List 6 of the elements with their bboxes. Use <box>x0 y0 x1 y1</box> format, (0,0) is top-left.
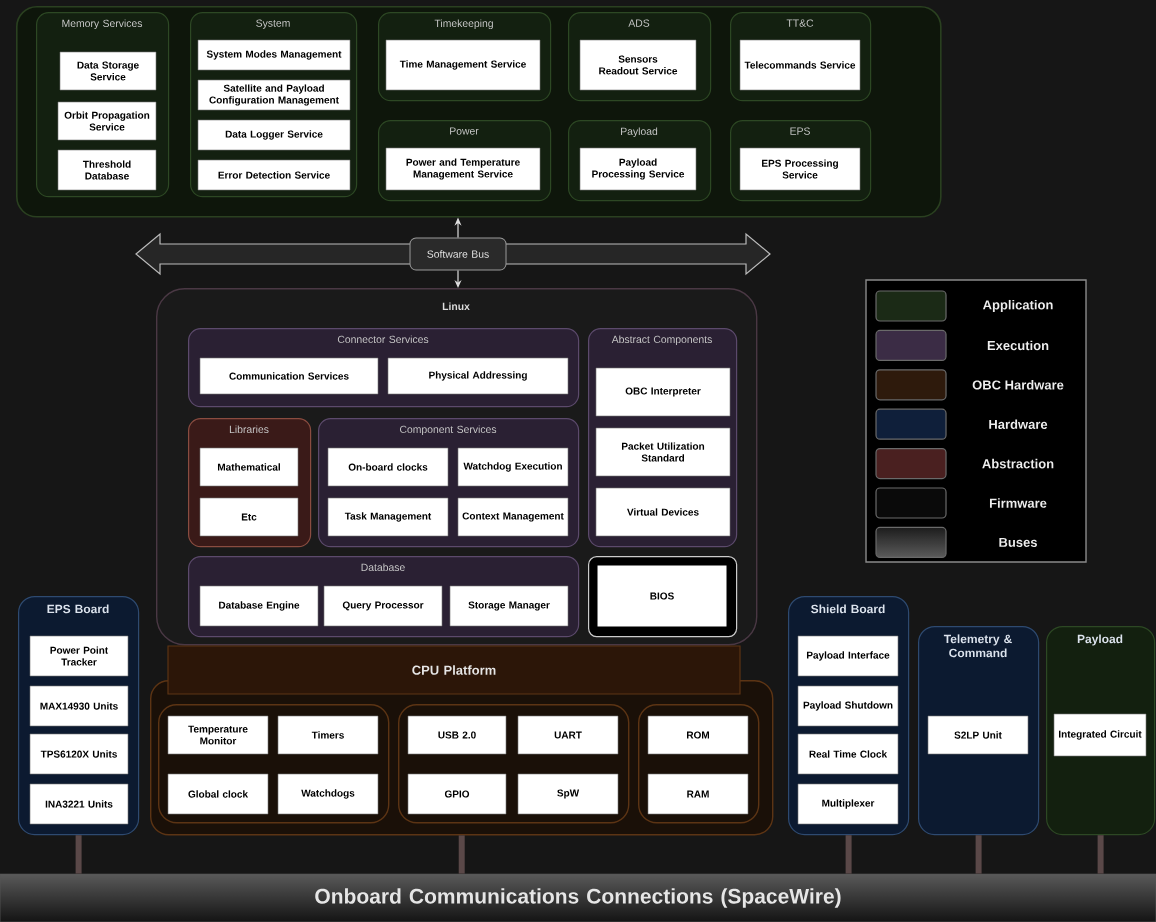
bus-connector <box>1097 835 1104 874</box>
bus-connector <box>75 835 82 874</box>
bus-connector <box>975 835 982 874</box>
bus-band: Onboard Communications Connections (SpaceWire) <box>0 873 1156 922</box>
bus-connector <box>458 835 465 874</box>
bus-connector <box>845 835 852 874</box>
